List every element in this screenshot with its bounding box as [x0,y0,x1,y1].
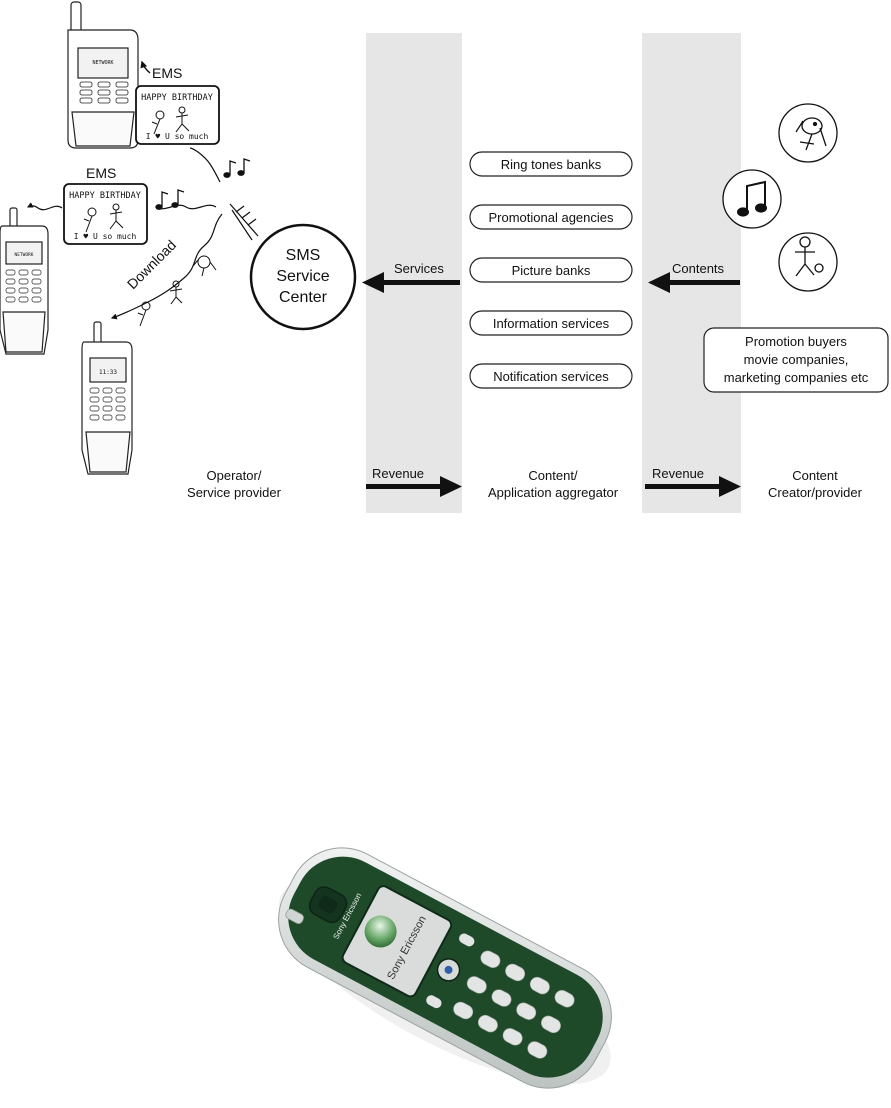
promotion-buyers-line2: movie companies, [744,352,849,367]
phone-left: NETWORK [0,207,49,355]
column-creator-line2: Creator/provider [768,485,863,500]
music-notes-icon [155,189,185,210]
radio-link-top [189,147,221,183]
sony-ericsson-logo-icon [364,915,397,948]
dog-icon [192,255,217,277]
stick-figure-icon [109,203,124,230]
services-label: Services [394,261,444,276]
revenue-arrow-left [366,476,462,497]
ems-label-top: EMS [152,65,182,81]
column-creator-line1: Content [792,468,838,483]
contents-label: Contents [672,261,725,276]
antenna-tower-icon [229,203,259,241]
sms-service-center: SMS Service Center [249,223,357,331]
keypad [453,950,575,1059]
aggregator-item-picture-banks: Picture banks [469,257,633,283]
music-note-icon [737,180,767,217]
promotion-buyers-line3: marketing companies etc [724,370,869,385]
stick-figure-icon [169,280,183,305]
aggregator-item-label: Information services [493,316,610,331]
stick-figure-icon [795,236,824,277]
aggregator-item-label: Notification services [493,369,609,384]
rose-icon [151,110,165,135]
phone-left-screen-text: NETWORK [15,252,34,258]
column-aggregator-line2: Application aggregator [488,485,619,500]
content-circle-music [722,169,782,229]
download-label: Download [124,237,179,292]
content-circle-dog [778,103,838,163]
ems-top-line2: I ♥ U so much [146,132,209,141]
services-arrow [362,272,460,293]
revenue-label-left: Revenue [372,466,424,481]
sony-ericsson-phone-photo: Sony Ericsson Sony Ericsson [278,847,612,1089]
phone-top-screen-text: NETWORK [92,60,113,66]
ems-label-left: EMS [86,165,116,181]
ems-top-line1: HAPPY BIRTHDAY [141,93,213,103]
ems-left-line2: I ♥ U so much [74,232,137,241]
aggregator-item-information-services: Information services [469,310,633,336]
phone-bottom: 11:33 [81,321,133,475]
aggregator-item-label: Promotional agencies [488,210,614,225]
ems-message-box-top: HAPPY BIRTHDAY I ♥ U so much [135,85,220,145]
promotion-buyers-box: Promotion buyers movie companies, market… [703,327,889,393]
rose-icon [137,301,151,327]
aggregator-item-label: Ring tones banks [501,157,602,172]
radio-link-download [110,213,223,320]
ems-top-arrow [140,60,151,74]
phone-top: NETWORK [67,1,139,149]
revenue-label-right: Revenue [652,466,704,481]
dog-icon [795,117,827,151]
sms-center-line1: SMS [286,247,321,264]
aggregator-item-ring-tones: Ring tones banks [469,151,633,177]
sms-center-line2: Service [276,268,329,285]
creator-band [642,33,741,513]
ems-message-box-left: HAPPY BIRTHDAY I ♥ U so much [63,183,148,245]
radio-link-far-left [26,202,63,211]
column-aggregator-line1: Content/ [528,468,578,483]
music-notes-icon [223,158,251,178]
column-operator-line2: Service provider [187,485,282,500]
content-circle-figure [778,232,838,292]
ems-left-line1: HAPPY BIRTHDAY [69,191,141,201]
contents-arrow [648,272,740,293]
revenue-arrow-right [645,476,741,497]
phone-bottom-screen-time: 11:33 [99,369,117,376]
rose-icon [83,207,97,233]
aggregator-item-label: Picture banks [512,263,591,278]
stick-figure-icon [175,106,190,133]
promotion-buyers-line1: Promotion buyers [745,334,847,349]
sms-center-line3: Center [279,289,328,306]
radio-link-left [155,204,217,210]
aggregator-item-notification-services: Notification services [469,363,633,389]
column-operator-line1: Operator/ [207,468,262,483]
aggregator-item-promotional-agencies: Promotional agencies [469,204,633,230]
